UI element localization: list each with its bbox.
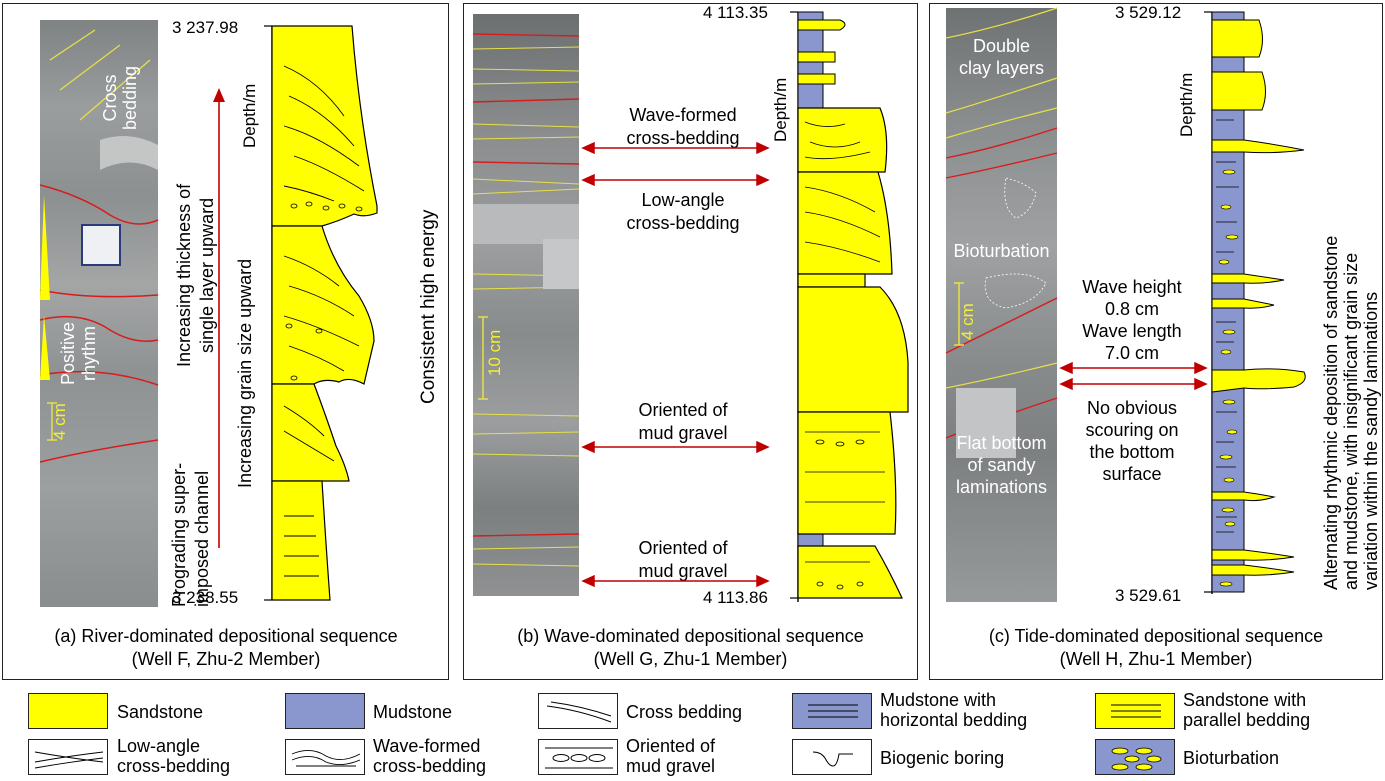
depth-label-a: Depth/m <box>240 83 259 148</box>
core-c-flat-label: Flat bottom of sandy laminations <box>955 433 1048 497</box>
arrows-b <box>581 141 770 588</box>
caption-c-line2: (Well H, Zhu-1 Member) <box>1059 649 1253 669</box>
label-b-mud2: Oriented of mud gravel <box>638 538 728 581</box>
depth-top-a: 3 237.98 <box>172 18 239 37</box>
core-b-scale-label: 10 cm <box>485 329 504 376</box>
legend-cross-bedding-label: Cross bedding <box>626 702 743 722</box>
annot-a-channel: Prograding super- imposed channel <box>169 462 212 607</box>
core-photo-b <box>473 14 579 596</box>
core-photo-a <box>40 20 158 607</box>
depth-top-c: 3 529.12 <box>1115 3 1182 22</box>
legend-wave-formed-swatch <box>285 739 365 775</box>
core-b-lines <box>472 33 580 567</box>
arrows-c <box>1059 361 1208 391</box>
legend-low-angle-swatch <box>28 739 108 775</box>
legend-mudstone-swatch <box>285 693 365 729</box>
lithology-column-a <box>264 25 378 601</box>
core-c-scale-label: 4 cm <box>958 303 977 340</box>
annot-c-right: Alternating rhythmic deposition of sands… <box>1321 235 1381 590</box>
caption-a-line2: (Well F, Zhu-2 Member) <box>131 649 321 669</box>
annot-a-energy: Consistent high energy <box>418 209 439 404</box>
annot-a-thickness: Increasing thickness of single layer upw… <box>174 183 217 367</box>
caption-b-line1: (b) Wave-dominated depositional sequence <box>517 626 864 646</box>
depth-bottom-b: 4 113.86 <box>703 588 768 607</box>
legend-mud-horizontal-label: Mudstone with horizontal bedding <box>880 690 1028 730</box>
caption-b-line2: (Well G, Zhu-1 Member) <box>593 649 788 669</box>
legend-bioturbation-label: Bioturbation <box>1183 748 1280 768</box>
depth-top-b: 4 113.35 <box>703 3 768 22</box>
arrow-a <box>213 88 225 548</box>
legend-mud-horizontal-swatch <box>792 693 872 729</box>
legend-low-angle-label: Low-angle cross-bedding <box>117 736 231 776</box>
label-b-low: Low-angle cross-bedding <box>626 190 740 233</box>
caption-a-line1: (a) River-dominated depositional sequenc… <box>54 626 398 646</box>
core-a-cross-label: Cross bedding <box>100 65 140 130</box>
annot-a-grain: Increasing grain size upward <box>235 258 255 488</box>
legend-biogenic-swatch <box>792 739 872 775</box>
legend-bioturbation-swatch <box>1095 739 1175 775</box>
depth-bottom-a: 3 238.55 <box>172 588 239 607</box>
label-c-scour: No obvious scouring on the bottom surfac… <box>1085 398 1179 484</box>
legend-wave-formed-label: Wave-formed cross-bedding <box>373 736 487 776</box>
core-c-lines <box>945 7 1058 458</box>
depth-bottom-c: 3 529.61 <box>1115 586 1182 605</box>
core-a-scale-label: 4 cm <box>50 403 69 440</box>
legend-cross-bedding-swatch <box>538 693 618 729</box>
core-c-double-label: Double clay layers <box>958 36 1045 78</box>
legend-mud-gravel-swatch <box>538 739 618 775</box>
legend-sand-parallel-label: Sandstone with parallel bedding <box>1183 690 1311 730</box>
caption-c-line1: (c) Tide-dominated depositional sequence <box>988 626 1324 646</box>
legend-biogenic-label: Biogenic boring <box>880 748 1005 768</box>
core-c-bio-label: Bioturbation <box>953 241 1050 261</box>
legend-mudstone-label: Mudstone <box>373 702 453 722</box>
core-a-positive-label: Positive rhythm <box>58 321 99 385</box>
depth-label-b: Depth/m <box>771 77 790 142</box>
label-b-wave: Wave-formed cross-bedding <box>626 105 740 148</box>
legend-sand-parallel-swatch <box>1095 693 1175 729</box>
depth-label-c: Depth/m <box>1177 72 1196 137</box>
lithology-column-b <box>790 11 909 602</box>
legend-sandstone-label: Sandstone <box>117 702 204 722</box>
label-b-mud1: Oriented of mud gravel <box>638 400 728 443</box>
label-c-wave: Wave height 0.8 cm Wave length 7.0 cm <box>1082 277 1182 363</box>
core-a-lines <box>39 29 159 463</box>
legend-sandstone-swatch <box>28 693 108 729</box>
lithology-column-c <box>1204 11 1306 594</box>
legend-mud-gravel-label: Oriented of mud gravel <box>626 736 716 776</box>
